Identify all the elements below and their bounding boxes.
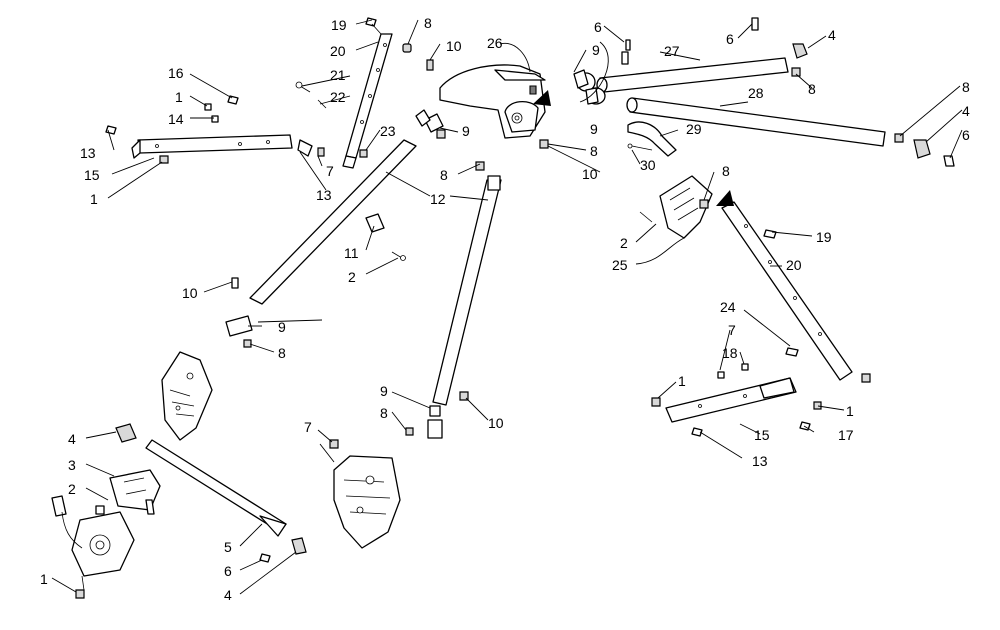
callout-23: 23 [380, 123, 396, 139]
callout-10-lower: 10 [488, 415, 504, 431]
callout-18: 18 [722, 345, 738, 361]
callout-8-mid-a: 8 [440, 167, 448, 183]
callout-27: 27 [664, 43, 680, 59]
front-hoop-bracket [439, 64, 551, 149]
callout-8-topright: 8 [808, 81, 816, 97]
callout-2-right: 2 [620, 235, 628, 251]
upper-tube-27 [573, 17, 808, 93]
callout-28: 28 [748, 85, 764, 101]
callout-6-right: 6 [962, 127, 970, 143]
callout-19-top: 19 [331, 17, 347, 33]
callout-3: 3 [68, 457, 76, 473]
callout-10-mid: 10 [582, 166, 598, 182]
gusset-plate-25 [639, 175, 713, 239]
callout-8-mid-b: 8 [590, 143, 598, 159]
brace-tube-top-left [295, 17, 434, 169]
callout-11: 11 [344, 245, 359, 261]
callout-4-topright: 4 [828, 27, 836, 43]
callout-19-right: 19 [816, 229, 832, 245]
callout-13-left-a: 13 [80, 145, 96, 161]
callout-9-left: 9 [278, 319, 286, 335]
callout-4-bl-a: 4 [68, 431, 76, 447]
callout-labels: 19 8 20 10 21 22 23 26 6 9 27 6 4 8 28 8… [40, 15, 970, 603]
callout-6-top: 6 [594, 19, 602, 35]
callout-24: 24 [720, 299, 736, 315]
cross-bar-right [651, 363, 822, 437]
callout-1-right-a: 1 [678, 373, 686, 389]
brace-tube-right [699, 190, 871, 383]
callout-13-left-b: 13 [316, 187, 332, 203]
callout-6-bl: 6 [224, 563, 232, 579]
mount-casting-left [161, 351, 213, 441]
callout-9-lower: 9 [380, 383, 388, 399]
callout-10-top: 10 [446, 38, 462, 54]
callout-10-left: 10 [182, 285, 198, 301]
leader-lines [51, 19, 963, 595]
actuator-assembly [51, 469, 161, 599]
mount-casting-center [329, 439, 401, 549]
cross-bar-left [105, 95, 325, 164]
callout-8-left: 8 [278, 345, 286, 361]
callout-8-top: 8 [424, 15, 432, 31]
callout-26: 26 [487, 35, 503, 51]
long-tube-left [225, 109, 446, 348]
callout-4-bl-b: 4 [224, 587, 232, 603]
callout-1-left-a: 1 [175, 89, 183, 105]
callout-6-topright: 6 [726, 31, 734, 47]
callout-7-lower: 7 [304, 419, 312, 435]
callout-9-top: 9 [592, 42, 600, 58]
callout-17: 17 [838, 427, 854, 443]
callout-13-right: 13 [752, 453, 768, 469]
callout-21: 21 [330, 67, 346, 83]
callout-9-mid-b: 9 [590, 121, 598, 137]
upper-tube-28 [585, 87, 955, 167]
callout-15-left: 15 [84, 167, 100, 183]
callout-1-left-b: 1 [90, 191, 98, 207]
callout-7-right: 7 [728, 322, 736, 338]
callout-14: 14 [168, 111, 184, 127]
clamp-29 [627, 121, 677, 157]
callout-29: 29 [686, 121, 702, 137]
lower-bar-5 [115, 423, 307, 563]
callout-1-bl: 1 [40, 571, 48, 587]
callout-20-top: 20 [330, 43, 346, 59]
callout-2-bl: 2 [68, 481, 76, 497]
callout-25: 25 [612, 257, 628, 273]
callout-8-right: 8 [962, 79, 970, 95]
callout-20-right: 20 [786, 257, 802, 273]
callout-30: 30 [640, 157, 656, 173]
callout-7-left: 7 [326, 163, 334, 179]
callout-8-lower: 8 [380, 405, 388, 421]
callout-2-mid: 2 [348, 269, 356, 285]
callout-8-rightmid: 8 [722, 163, 730, 179]
callout-12: 12 [430, 191, 446, 207]
callout-1-right-b: 1 [846, 403, 854, 419]
callout-5: 5 [224, 539, 232, 555]
callout-15-right: 15 [754, 427, 770, 443]
callout-16: 16 [168, 65, 184, 81]
callout-9-mid-a: 9 [462, 123, 470, 139]
long-tube-right [405, 161, 502, 439]
callout-22: 22 [330, 89, 346, 105]
callout-4-right: 4 [962, 103, 970, 119]
